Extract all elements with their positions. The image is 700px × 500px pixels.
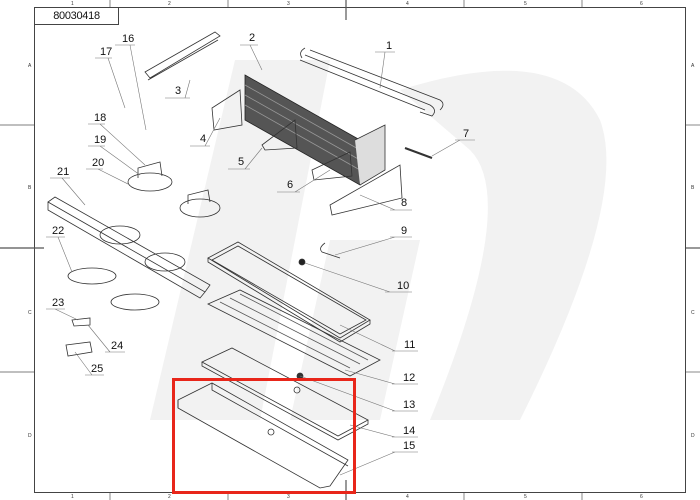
callout-15[interactable]: 15 [403,440,416,452]
column-label: 5 [524,494,527,500]
callout-8[interactable]: 8 [401,197,408,209]
column-label: 5 [524,1,527,7]
column-label: 6 [640,494,643,500]
row-label: D [28,433,32,439]
column-label: 4 [406,494,409,500]
callout-6[interactable]: 6 [287,179,294,191]
row-label: A [28,63,32,69]
column-label: 1 [71,1,74,7]
column-label: 1 [71,494,74,500]
row-label: C [691,310,695,316]
highlight-box [172,378,356,494]
row-label: B [691,185,695,191]
callout-1[interactable]: 1 [386,40,393,52]
callout-3[interactable]: 3 [175,85,182,97]
callout-2[interactable]: 2 [249,32,256,44]
callout-12[interactable]: 12 [403,372,416,384]
callout-25[interactable]: 25 [91,363,104,375]
row-label: B [28,185,32,191]
callout-10[interactable]: 10 [397,280,410,292]
callout-23[interactable]: 23 [52,297,65,309]
callout-13[interactable]: 13 [403,399,416,411]
column-label: 2 [168,494,171,500]
callout-5[interactable]: 5 [238,156,245,168]
callout-4[interactable]: 4 [200,133,207,145]
callout-14[interactable]: 14 [403,425,416,437]
row-label: D [691,433,695,439]
column-label: 6 [640,1,643,7]
callout-9[interactable]: 9 [401,225,408,237]
callout-18[interactable]: 18 [94,112,107,124]
callout-11[interactable]: 11 [404,339,416,351]
callout-16[interactable]: 16 [122,33,135,45]
column-label: 2 [168,1,171,7]
callout-20[interactable]: 20 [92,157,105,169]
watermark-logo [150,60,607,420]
row-label: C [28,310,32,316]
column-label: 3 [287,1,290,7]
callout-19[interactable]: 19 [94,134,107,146]
callout-24[interactable]: 24 [111,340,124,352]
callout-17[interactable]: 17 [100,46,113,58]
row-label: A [691,63,695,69]
drawing-frame [34,7,686,493]
callout-7[interactable]: 7 [463,128,470,140]
callout-21[interactable]: 21 [57,166,70,178]
part-number-box: 80030418 [34,7,119,25]
column-label: 3 [287,494,290,500]
callout-22[interactable]: 22 [52,225,65,237]
column-label: 4 [406,1,409,7]
